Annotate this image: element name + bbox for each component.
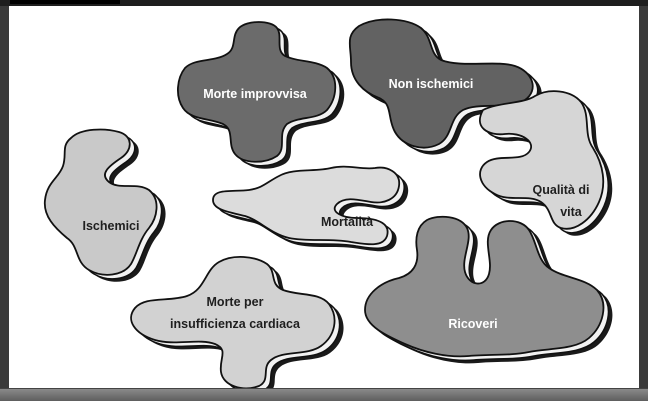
piece-ricoveri[interactable]: Ricoveri: [365, 217, 612, 364]
piece-mortalita[interactable]: Mortalità: [213, 167, 408, 252]
piece-ischemici[interactable]: Ischemici: [45, 130, 166, 282]
label-ischemici: Ischemici: [83, 219, 140, 233]
label-qualita-di: Qualità di: [533, 183, 590, 197]
piece-body: [365, 217, 603, 357]
label-non-ischemici: Non ischemici: [389, 77, 474, 91]
piece-qualita-di-vita[interactable]: Qualità di vita: [480, 91, 612, 236]
label-mortalita: Mortalità: [321, 215, 373, 229]
piece-morte-insufficienza-cardiaca[interactable]: Morte per insufficienza cardiaca: [131, 257, 343, 388]
piece-body: [480, 91, 603, 229]
label-insufficienza-cardiaca: insufficienza cardiaca: [170, 317, 301, 331]
bottom-statusbar: [0, 388, 648, 401]
piece-morte-improvvisa[interactable]: Morte improvvisa: [178, 22, 344, 169]
label-ricoveri: Ricoveri: [448, 317, 497, 331]
label-morte-per: Morte per: [207, 295, 264, 309]
active-tab-indicator[interactable]: [10, 0, 120, 4]
label-vita: vita: [560, 205, 583, 219]
slide-canvas: Morte improvvisa Non ischemici Qualità d…: [9, 6, 639, 388]
puzzle-diagram: Morte improvvisa Non ischemici Qualità d…: [9, 6, 639, 388]
label-morte-improvvisa: Morte improvvisa: [203, 87, 308, 101]
